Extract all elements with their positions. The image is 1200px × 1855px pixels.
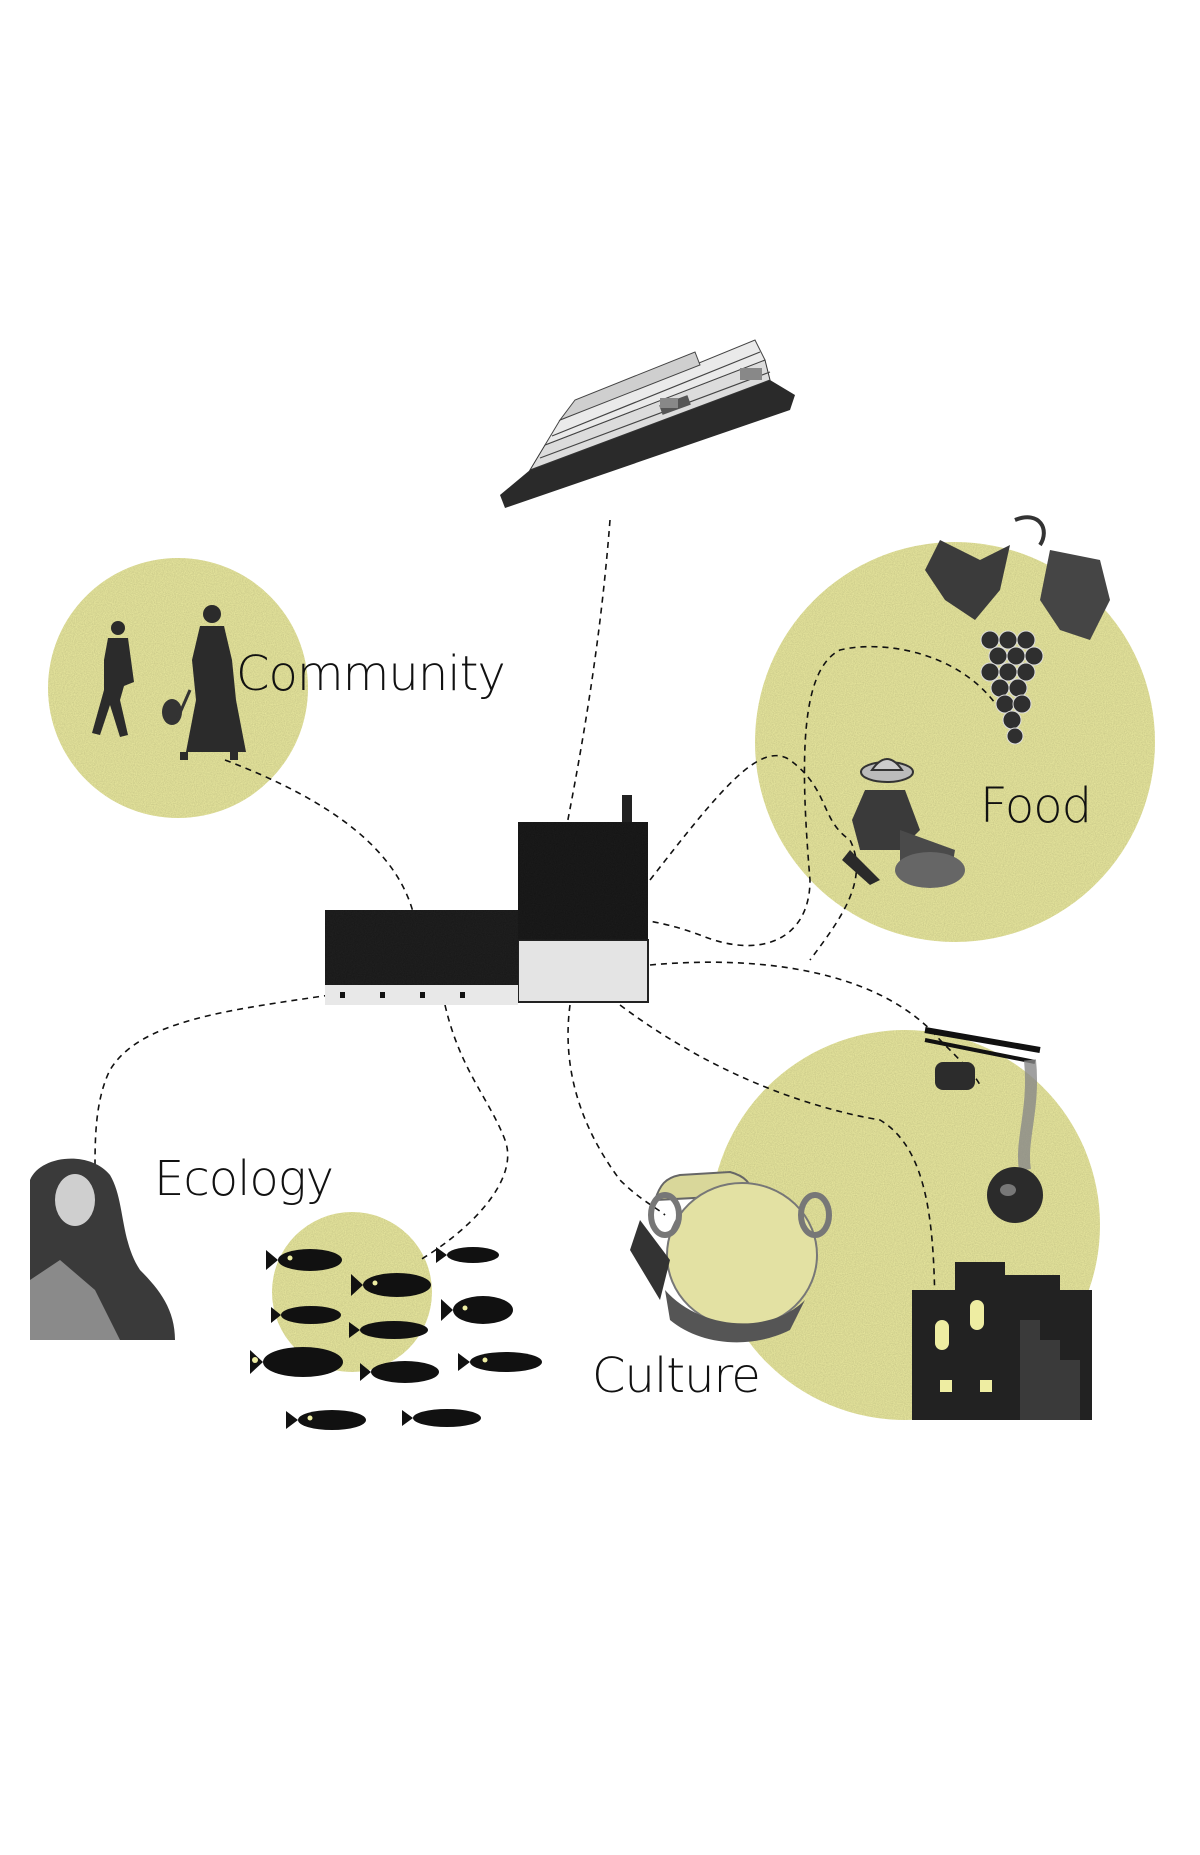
gardener-icon	[842, 758, 965, 888]
fish-school-icon	[250, 1247, 542, 1430]
walking-couple-icon	[92, 605, 246, 760]
woman-portrait-icon	[30, 1158, 175, 1340]
line-food-upper	[649, 754, 858, 961]
clay-pot-icon	[630, 1170, 832, 1343]
connector-lines	[94, 519, 1001, 1331]
building-icon	[325, 795, 649, 1005]
line-pot	[567, 1004, 666, 1216]
grape-vine-icon	[925, 515, 1110, 745]
line-culture	[619, 1004, 936, 1331]
line-ecology-left	[94, 994, 331, 1171]
line-fish	[419, 1004, 509, 1261]
ecology-label: Ecology	[154, 1151, 333, 1207]
culture-label: Culture	[592, 1348, 760, 1404]
food-label: Food	[980, 778, 1091, 834]
line-ferry	[559, 519, 611, 861]
tongs-fruit-icon	[924, 1027, 1043, 1223]
line-grapes	[599, 645, 1001, 947]
line-community	[224, 759, 416, 921]
stair-sculpture-icon	[912, 1262, 1092, 1420]
community-label: Community	[236, 646, 505, 702]
ferry-icon	[500, 339, 795, 508]
